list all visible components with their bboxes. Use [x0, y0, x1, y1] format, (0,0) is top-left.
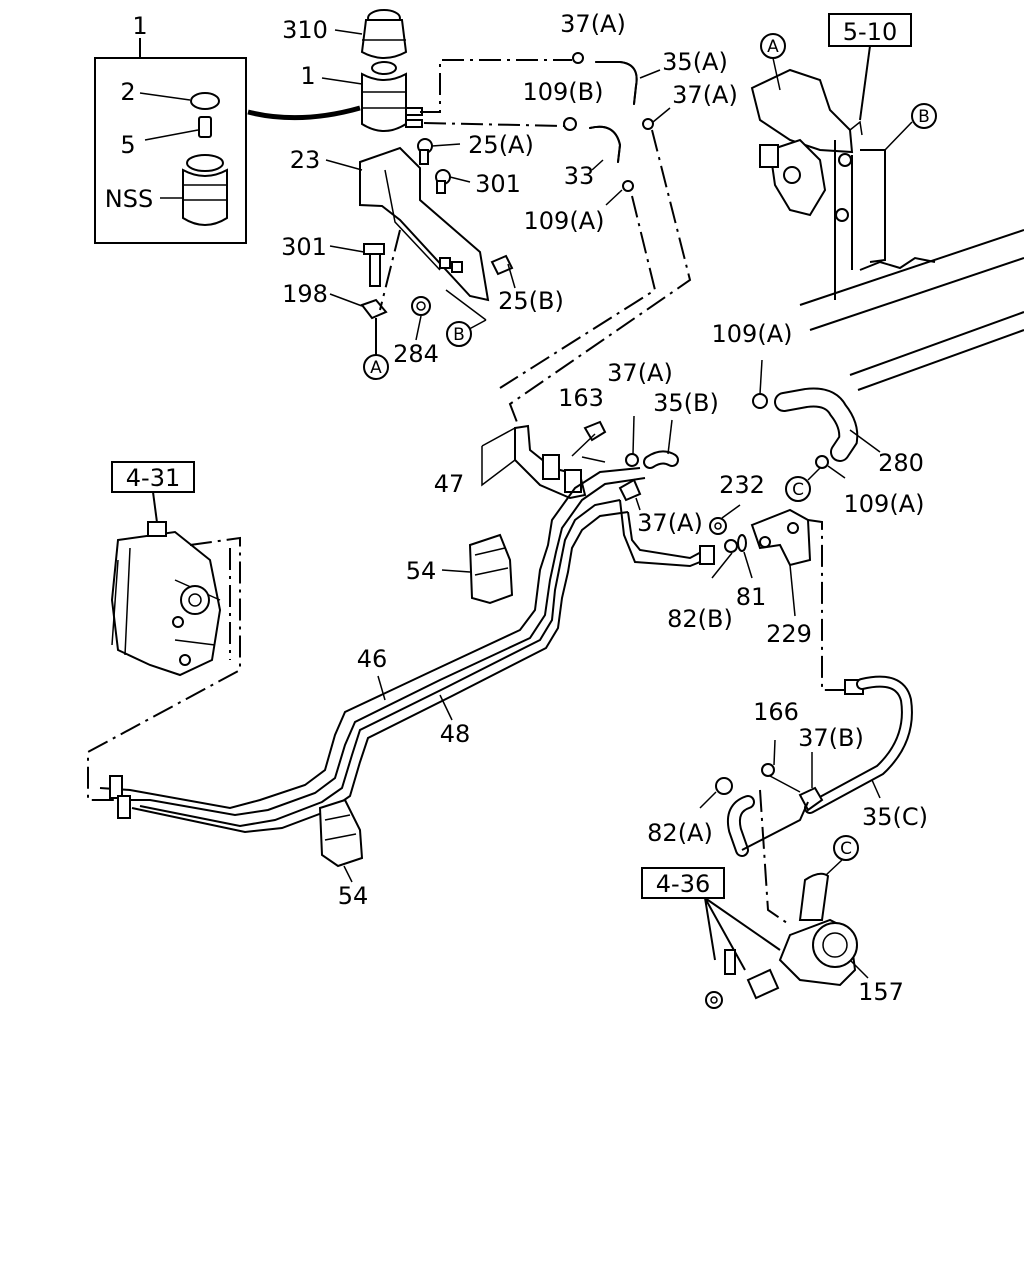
marker-b-right: B [918, 107, 930, 127]
label-166: 166 [753, 698, 799, 726]
bolt-group-top [329, 138, 516, 355]
label-1: 1 [300, 62, 315, 90]
label-54-a: 54 [406, 557, 437, 585]
clamp-bracket-47 [481, 415, 679, 511]
label-1-top: 1 [132, 12, 147, 40]
part-number-labels: 1 310 1 2 5 NSS 23 301 301 198 284 25(A)… [105, 10, 928, 1006]
label-35c: 35(C) [862, 803, 928, 831]
hose-33-35a [420, 52, 692, 431]
label-157: 157 [858, 978, 904, 1006]
hose-280 [752, 359, 881, 481]
marker-a-top: A [767, 37, 779, 57]
marker-b-bracket: B [453, 325, 465, 345]
label-23: 23 [290, 146, 321, 174]
label-nss: NSS [105, 185, 153, 213]
label-35a: 35(A) [662, 48, 728, 76]
label-109a-3: 109(A) [844, 490, 925, 518]
reservoir-kit-box [94, 38, 247, 244]
reservoir-tank-1 [321, 61, 423, 132]
marker-a-bottom: A [370, 358, 382, 378]
label-198: 198 [282, 280, 328, 308]
frame-bracket-5-10 [750, 13, 1024, 391]
label-82b: 82(B) [667, 605, 733, 633]
label-25b: 25(B) [498, 287, 564, 315]
label-109a-2: 109(A) [712, 320, 793, 348]
label-37a-3: 37(A) [607, 359, 673, 387]
label-163: 163 [558, 384, 604, 412]
label-2: 2 [120, 78, 135, 106]
label-37a-2: 37(A) [672, 81, 738, 109]
ref-5-10: 5-10 [843, 18, 897, 46]
label-37a-top: 37(A) [560, 10, 626, 38]
label-109a-1: 109(A) [524, 207, 605, 235]
reference-boxes-text: 5-10 4-31 4-36 [126, 18, 897, 898]
label-301-a: 301 [475, 170, 521, 198]
label-33: 33 [564, 162, 595, 190]
label-54-b: 54 [338, 882, 369, 910]
label-48: 48 [440, 720, 471, 748]
reservoir-cap-310 [334, 9, 408, 59]
marker-c-pump: C [840, 839, 852, 859]
label-301-b: 301 [281, 233, 327, 261]
label-47: 47 [434, 470, 465, 498]
marker-c-hose: C [792, 480, 804, 500]
bracket-229-group [709, 504, 845, 691]
hose-35c [699, 675, 913, 926]
label-25a: 25(A) [468, 131, 534, 159]
label-82a: 82(A) [647, 819, 713, 847]
label-284: 284 [393, 340, 439, 368]
label-81: 81 [736, 583, 767, 611]
pipe-clamp-54-b [318, 798, 364, 883]
label-5: 5 [120, 131, 135, 159]
label-280: 280 [878, 449, 924, 477]
label-109b: 109(B) [523, 78, 604, 106]
ref-4-36: 4-36 [656, 870, 710, 898]
steering-pipes-46-48 [99, 467, 715, 834]
ref-4-31: 4-31 [126, 464, 180, 492]
label-37b: 37(B) [798, 724, 864, 752]
steering-gear-4-31 [87, 461, 241, 801]
label-232: 232 [719, 471, 765, 499]
pointer-line [247, 105, 361, 121]
circle-markers [363, 33, 937, 861]
pipe-clamp-54-a [441, 533, 514, 605]
label-310: 310 [282, 16, 328, 44]
reservoir-bracket-23 [325, 146, 490, 302]
label-229: 229 [766, 620, 812, 648]
label-37a-4: 37(A) [637, 509, 703, 537]
power-steering-pump-157 [641, 859, 869, 1009]
label-46: 46 [357, 645, 388, 673]
label-35b: 35(B) [653, 389, 719, 417]
circle-marker-text: A A B B C C [370, 37, 930, 859]
